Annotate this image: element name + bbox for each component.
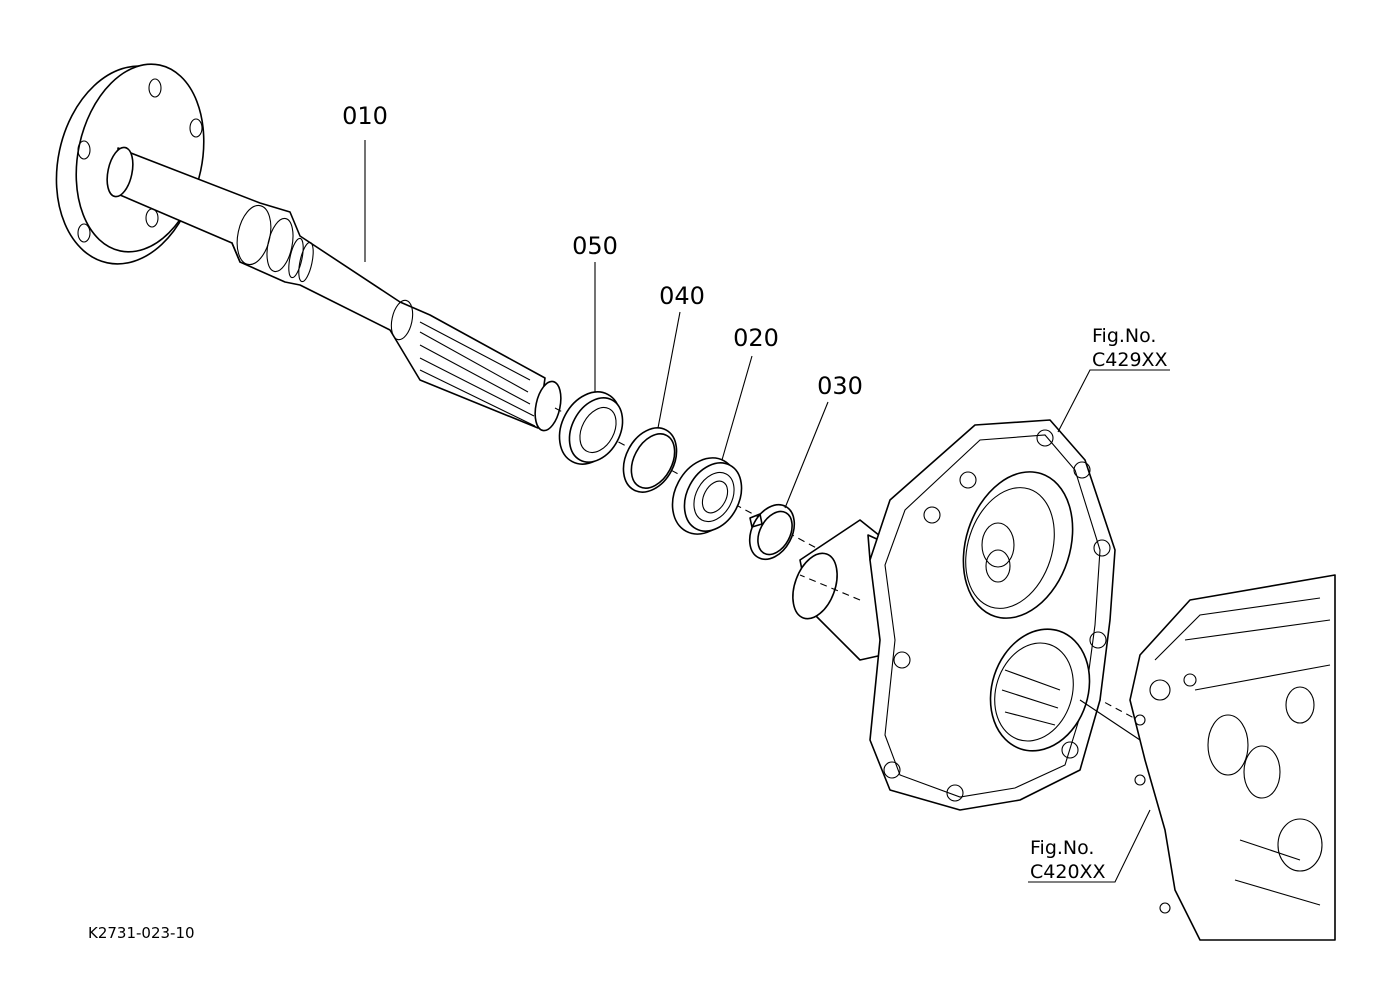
part-label-010: 010	[342, 102, 388, 130]
ball-bearing-020	[671, 457, 743, 535]
ref-top-line2: C429XX	[1092, 349, 1168, 371]
transmission-case	[1129, 574, 1336, 941]
part-label-030: 030	[817, 372, 863, 400]
ref-top-line1: Fig.No.	[1092, 325, 1156, 347]
part-label-050: 050	[572, 232, 618, 260]
snap-ring-040	[622, 427, 678, 493]
leader-lines	[364, 140, 1170, 883]
oil-seal-050	[558, 391, 624, 465]
snap-ring-030	[748, 503, 796, 561]
part-label-020: 020	[733, 324, 779, 352]
housing-bolt-holes	[883, 429, 1111, 802]
part-label-040: 040	[659, 282, 705, 310]
ref-bottom-line1: Fig.No.	[1030, 837, 1094, 859]
ref-bottom-line2: C420XX	[1030, 861, 1106, 883]
drawing-code: K2731-023-10	[88, 924, 195, 942]
transmission-housing	[792, 419, 1116, 811]
flange-bolt-holes	[77, 78, 203, 243]
